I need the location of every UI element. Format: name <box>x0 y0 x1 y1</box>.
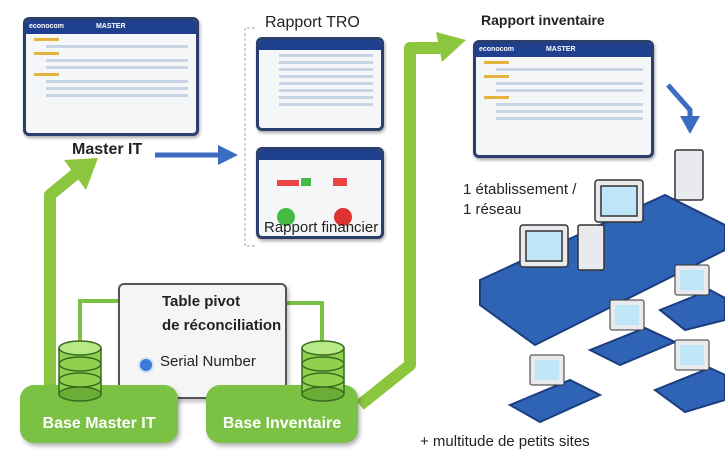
rapport-financier-label: Rapport financier <box>264 219 379 236</box>
arrow-head-inventaire <box>436 32 466 62</box>
database-icon <box>301 340 345 402</box>
pivot-title-1: Table pivot <box>162 293 241 310</box>
arrow-base-to-master <box>44 167 82 385</box>
rapport-inventaire-screen: econocom MASTER <box>473 40 654 158</box>
rapport-tro-screen <box>256 37 384 131</box>
master-it-label: Master IT <box>72 141 143 158</box>
database-icon <box>58 340 102 402</box>
master-it-screen: econocom MASTER <box>23 17 199 136</box>
base-master-it-label: Base Master IT <box>42 415 156 432</box>
rapport-financier-screen <box>256 147 384 239</box>
brand-label-2: econocom <box>479 46 515 53</box>
arrow-head-network <box>680 116 700 134</box>
pivot-title-2: de réconciliation <box>162 317 282 334</box>
master-title: MASTER <box>95 23 126 30</box>
network-illustration <box>479 149 725 424</box>
base-inventaire-label: Base Inventaire <box>222 415 342 432</box>
arrow-head-reports <box>218 145 238 165</box>
rapport-inventaire-label: Rapport inventaire <box>481 12 605 28</box>
master-title-2: MASTER <box>545 46 576 53</box>
arrow-report-to-network <box>666 83 693 118</box>
etablissement-label-1: 1 établissement / <box>463 181 577 198</box>
brand-label: econocom <box>29 23 65 30</box>
etablissement-label-2: 1 réseau <box>463 201 522 218</box>
arrow-head-master <box>64 158 98 190</box>
serial-number-label: Serial Number <box>160 353 256 370</box>
arrow-inventaire-to-report <box>356 42 440 410</box>
pivot-table-box: Table pivot de réconciliation Serial Num… <box>118 283 287 399</box>
petits-sites-label: + multitude de petits sites <box>420 433 590 450</box>
reports-bracket <box>244 27 255 247</box>
rapport-tro-label: Rapport TRO <box>265 14 360 31</box>
serial-number-icon <box>138 357 154 373</box>
